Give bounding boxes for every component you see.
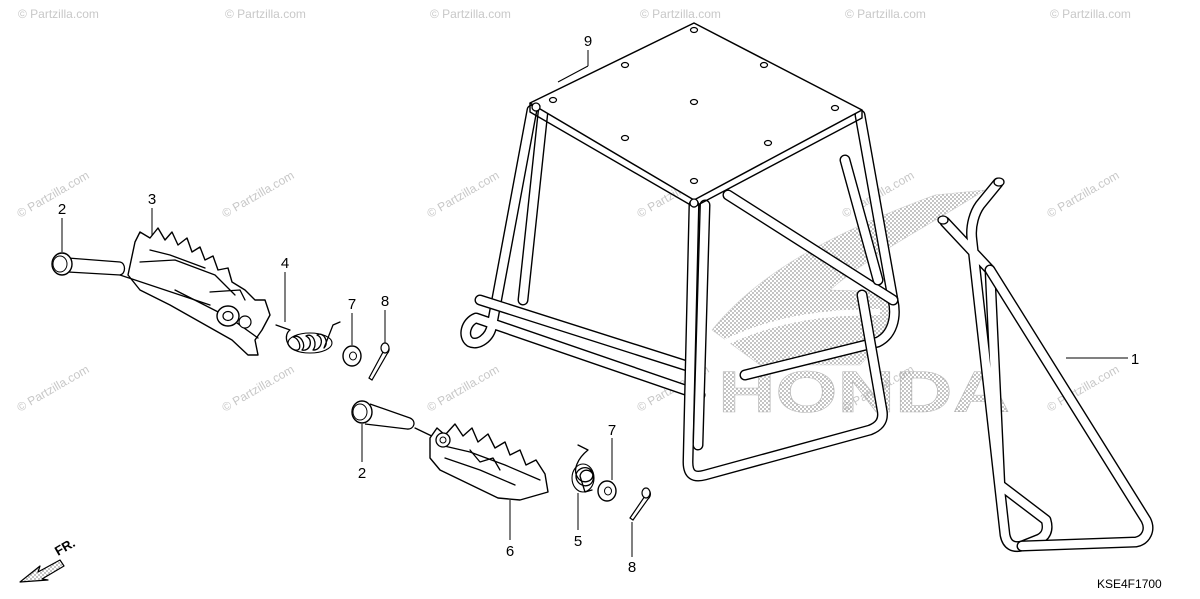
part-2-pin-lower xyxy=(351,400,441,441)
callout-1: 1 xyxy=(1131,351,1139,368)
part-1-side-stand xyxy=(937,177,1154,553)
honda-wordmark: HONDA xyxy=(718,360,1010,425)
front-arrow-icon xyxy=(19,559,65,583)
leader-lines xyxy=(61,50,1128,557)
callout-8: 8 xyxy=(381,293,389,310)
callout-7: 7 xyxy=(608,422,616,439)
part-7-washer-lower xyxy=(597,480,617,502)
callouts: 9 1 2 3 4 7 8 2 6 5 7 8 xyxy=(58,33,1139,576)
part-6-step xyxy=(429,423,549,501)
callout-8: 8 xyxy=(628,559,636,576)
watermark: © Partzilla.com xyxy=(1045,168,1122,221)
watermark: © Partzilla.com xyxy=(1050,7,1131,21)
watermark: © Partzilla.com xyxy=(220,362,297,415)
watermark: © Partzilla.com xyxy=(430,7,511,21)
watermark: © Partzilla.com xyxy=(15,362,92,415)
callout-7: 7 xyxy=(348,296,356,313)
part-3-step xyxy=(119,227,271,356)
part-8-cotter-pin-lower xyxy=(629,487,651,521)
watermark: © Partzilla.com xyxy=(640,7,721,21)
watermark: © Partzilla.com xyxy=(425,362,502,415)
callout-2: 2 xyxy=(58,201,66,218)
watermark: © Partzilla.com xyxy=(225,7,306,21)
watermark: © Partzilla.com xyxy=(15,168,92,221)
watermark: © Partzilla.com xyxy=(18,7,99,21)
callout-9: 9 xyxy=(584,33,592,50)
callout-4: 4 xyxy=(281,255,289,272)
honda-logo: HONDA xyxy=(711,189,1010,425)
part-4-spring xyxy=(275,321,341,354)
callout-3: 3 xyxy=(148,191,156,208)
part-5-spring xyxy=(571,444,595,493)
callout-2: 2 xyxy=(358,465,366,482)
watermark: © Partzilla.com xyxy=(425,168,502,221)
watermark: © Partzilla.com xyxy=(845,7,926,21)
front-label: FR. xyxy=(52,535,78,558)
diagram-code: KSE4F1700 xyxy=(1097,577,1162,591)
part-2-pin-upper xyxy=(51,252,126,276)
callout-5: 5 xyxy=(574,533,582,550)
part-8-cotter-pin-upper xyxy=(368,342,390,381)
part-7-washer-upper xyxy=(342,345,362,367)
part-9-stand xyxy=(460,22,900,482)
callout-6: 6 xyxy=(506,543,514,560)
front-indicator: FR. xyxy=(19,535,78,583)
watermark: © Partzilla.com xyxy=(220,168,297,221)
